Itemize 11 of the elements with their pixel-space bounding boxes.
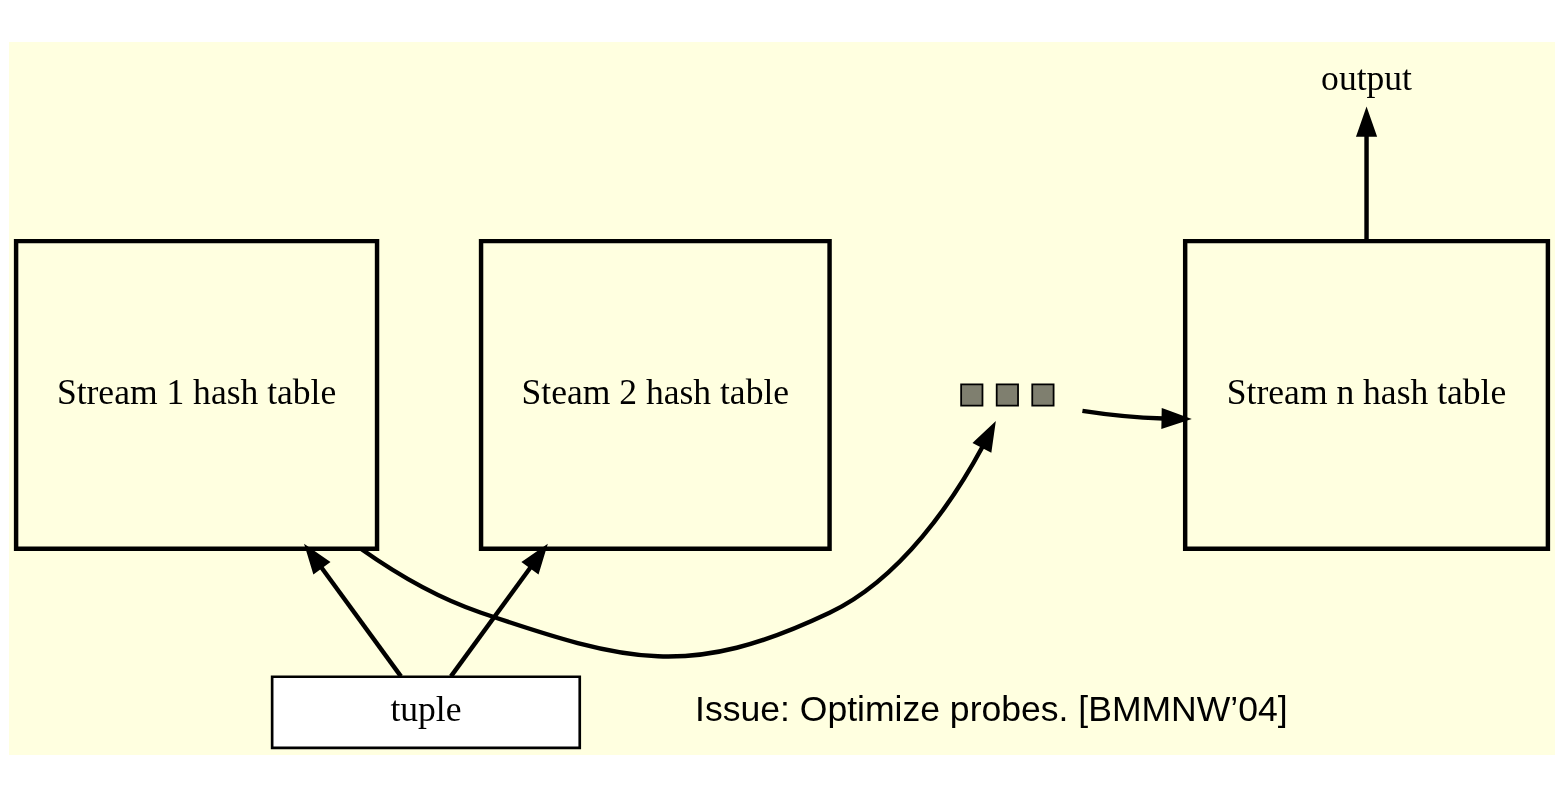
node-box: Steam 2 hash table (478, 238, 832, 551)
label: Issue: Optimize probes. [BMMNW’04] (695, 689, 1288, 730)
arrow (1082, 407, 1192, 430)
node-text: output (1321, 58, 1412, 99)
node-box: Stream n hash table (1182, 238, 1551, 551)
arrow (359, 421, 996, 659)
arrow (304, 543, 403, 678)
arrow (1355, 106, 1378, 241)
node-box: Stream 1 hash table (13, 238, 380, 551)
node-box: tuple (270, 675, 582, 750)
arrow (449, 543, 548, 678)
